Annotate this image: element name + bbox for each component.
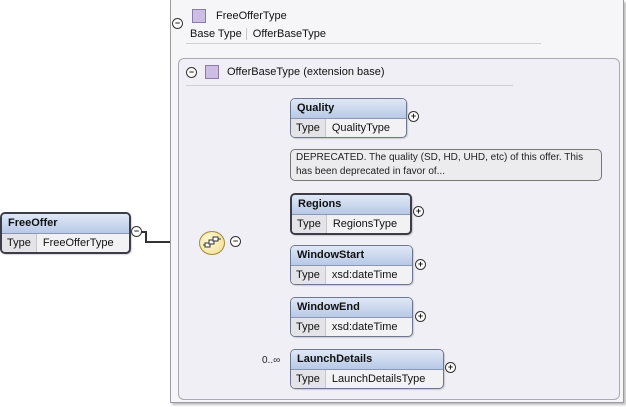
type-value: QualityType — [331, 122, 390, 134]
element-name: WindowEnd — [291, 298, 412, 318]
expand-regions-toggle[interactable]: + — [413, 206, 424, 217]
multiplicity-label: 0..∞ — [262, 355, 281, 366]
complex-type-icon — [192, 9, 206, 23]
element-regions[interactable]: Regions Type RegionsType — [290, 193, 412, 235]
element-type-row: Type xsd:dateTime — [291, 266, 412, 284]
collapse-root-toggle[interactable]: − — [131, 226, 142, 237]
complex-type-name: FreeOfferType — [216, 10, 287, 22]
element-type-row: Type xsd:dateTime — [291, 318, 412, 336]
documentation-note: DEPRECATED. The quality (SD, HD, UHD, et… — [290, 149, 602, 181]
base-type-row: Base Type OfferBaseType — [186, 26, 338, 42]
extension-divider — [186, 85, 513, 86]
header-divider — [186, 43, 541, 44]
root-element-box[interactable]: FreeOffer Type FreeOfferType — [0, 212, 131, 254]
element-windowend[interactable]: WindowEnd Type xsd:dateTime — [290, 297, 413, 337]
base-type-label: Base Type — [186, 28, 247, 40]
extension-type-icon — [205, 65, 219, 79]
type-value: xsd:dateTime — [331, 321, 398, 333]
element-type-row: Type QualityType — [291, 119, 406, 137]
sequence-compositor-icon[interactable] — [199, 231, 225, 255]
expand-launchdetails-toggle[interactable]: + — [445, 362, 456, 373]
collapse-extension-toggle[interactable]: − — [186, 66, 197, 78]
element-quality[interactable]: Quality Type QualityType — [290, 98, 407, 138]
collapse-sequence-toggle[interactable]: − — [230, 236, 241, 247]
element-name: Quality — [291, 99, 406, 119]
extension-title: OfferBaseType (extension base) — [227, 66, 385, 78]
expand-windowstart-toggle[interactable]: + — [415, 259, 426, 270]
base-type-value: OfferBaseType — [252, 28, 326, 40]
element-name: Regions — [292, 195, 410, 215]
element-name: LaunchDetails — [291, 350, 443, 370]
type-label: Type — [292, 215, 327, 233]
element-windowstart[interactable]: WindowStart Type xsd:dateTime — [290, 245, 413, 285]
type-label: Type — [291, 119, 326, 137]
extension-header: − OfferBaseType (extension base) — [186, 63, 385, 81]
expand-quality-toggle[interactable]: + — [408, 111, 419, 122]
root-element-type-row: Type FreeOfferType — [2, 234, 129, 252]
type-label: Type — [291, 266, 326, 284]
type-value: RegionsType — [332, 218, 398, 230]
expand-windowend-toggle[interactable]: + — [415, 311, 426, 322]
type-value: FreeOfferType — [42, 237, 114, 249]
element-type-row: Type LaunchDetailsType — [291, 370, 443, 388]
type-label: Type — [291, 318, 326, 336]
type-value: LaunchDetailsType — [331, 373, 426, 385]
type-value: xsd:dateTime — [331, 269, 398, 281]
element-type-row: Type RegionsType — [292, 215, 410, 233]
element-name: WindowStart — [291, 246, 412, 266]
root-element-name: FreeOffer — [2, 214, 129, 234]
complex-type-header: FreeOfferType — [186, 6, 287, 26]
type-label: Type — [2, 234, 37, 252]
collapse-complex-type-toggle[interactable]: − — [172, 18, 183, 29]
type-label: Type — [291, 370, 326, 388]
element-launchdetails[interactable]: LaunchDetails Type LaunchDetailsType — [290, 349, 444, 389]
